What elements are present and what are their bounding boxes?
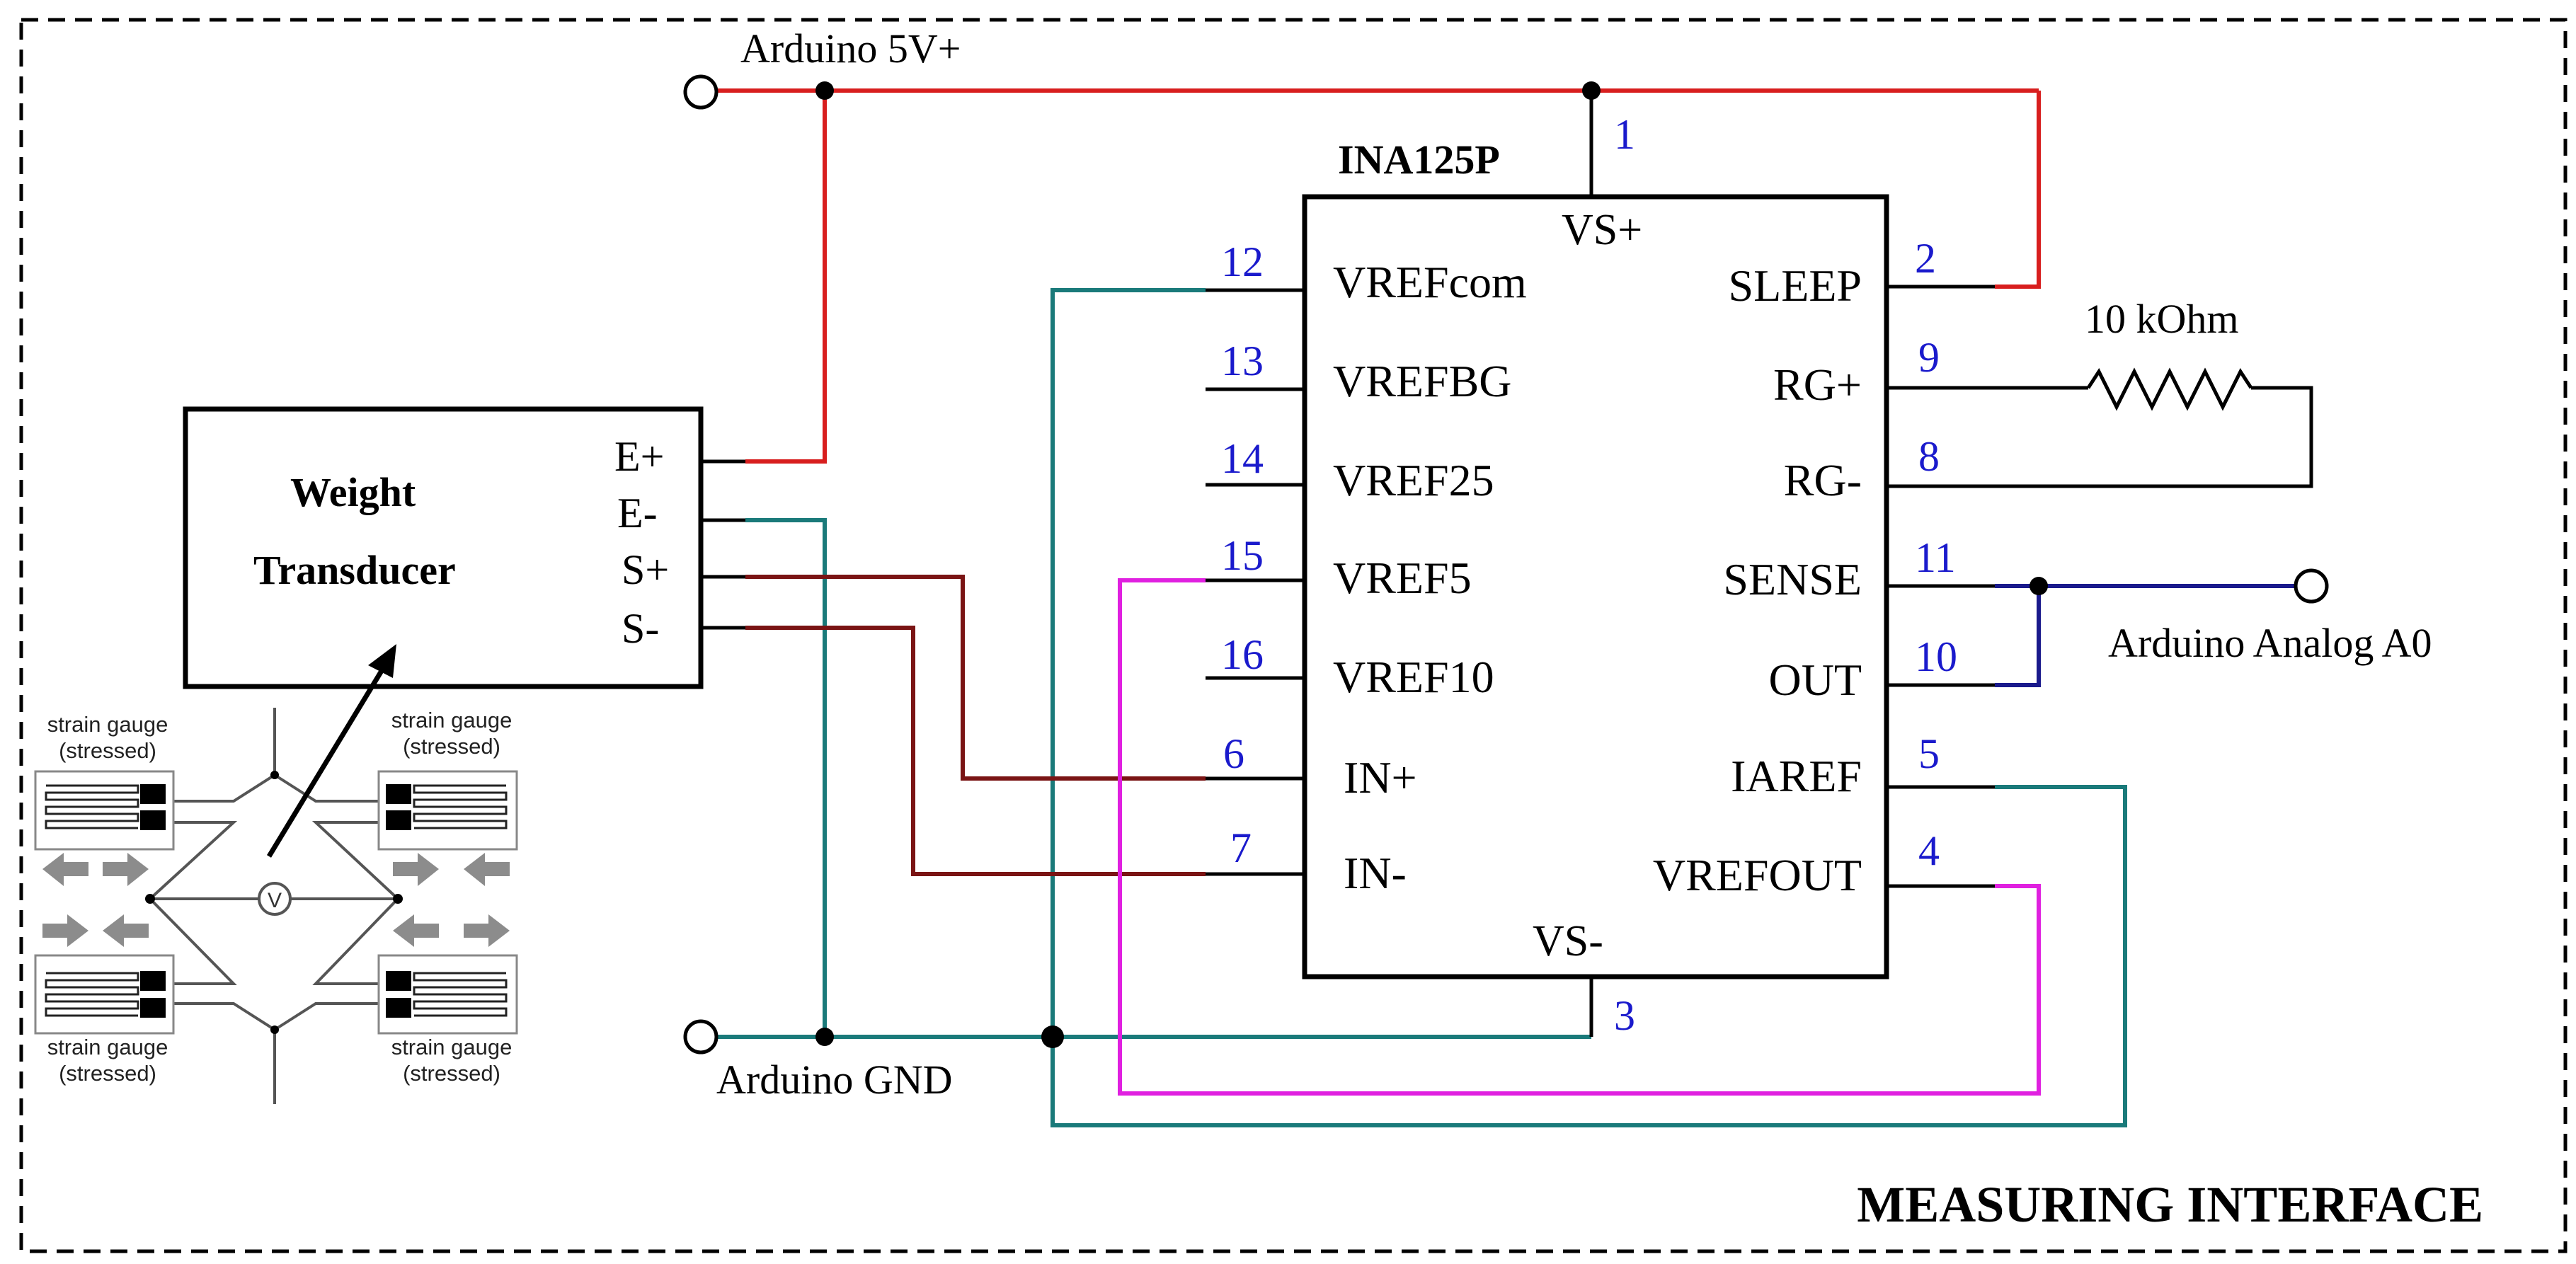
- pin-number: 3: [1614, 992, 1635, 1039]
- pin-number: 1: [1614, 111, 1635, 158]
- pin-number: 8: [1918, 433, 1940, 480]
- force-arrows: [42, 853, 510, 947]
- pin-stubs: [1206, 91, 2313, 1037]
- ground-wires: [716, 288, 2127, 1127]
- voltmeter-symbol: [258, 882, 292, 916]
- pin-number: 5: [1918, 730, 1940, 777]
- label-gnd: Arduino GND: [716, 1057, 952, 1103]
- pin-number: 9: [1918, 334, 1940, 381]
- transducer-pins: E+ E- S+ S-: [614, 433, 669, 652]
- label-resistor: 10 kOhm: [2085, 296, 2239, 342]
- pin-label: S+: [622, 546, 669, 593]
- pin-label: VREFcom: [1333, 257, 1527, 307]
- junction-dots: [815, 81, 2048, 1048]
- gauge-caption: (stressed): [403, 1061, 500, 1086]
- gauge-caption: (stressed): [59, 738, 156, 763]
- gauge-caption: (stressed): [59, 1061, 156, 1086]
- gauge-caption: (stressed): [403, 734, 500, 759]
- left-pins: VREFcom VREFBG VREF25 VREF5 VREF10 IN+ I…: [1333, 257, 1527, 898]
- pin-label: S-: [622, 605, 659, 652]
- frame-title: MEASURING INTERFACE: [1857, 1176, 2483, 1233]
- gauge-caption: strain gauge: [47, 1035, 168, 1059]
- terminal-vplus: [683, 74, 719, 110]
- pin-number: 14: [1221, 435, 1264, 482]
- terminal-gnd: [683, 1019, 719, 1055]
- bridge-illustration: V: [34, 644, 518, 1104]
- pin-number: 2: [1915, 235, 1936, 282]
- gauge-caption: strain gauge: [391, 1035, 513, 1059]
- resistor-symbol: [2086, 367, 2253, 411]
- pin-label: VREF10: [1333, 652, 1494, 702]
- pin-numbers: 12 13 14 15 16 6 7 2 9 8 11 10 5 4 1 3: [1221, 111, 1957, 1039]
- pin-number: 7: [1230, 825, 1252, 871]
- label-analog: Arduino Analog A0: [2108, 620, 2432, 666]
- pin-number: 12: [1221, 239, 1264, 285]
- pin-label: VREFBG: [1333, 356, 1512, 406]
- pin-label: SLEEP: [1729, 260, 1862, 311]
- chip-top-label: VS+: [1562, 206, 1642, 254]
- transducer-title-2: Transducer: [253, 547, 456, 593]
- gauge-caption: strain gauge: [47, 712, 168, 737]
- pin-label: RG-: [1784, 455, 1862, 505]
- pin-label: OUT: [1768, 655, 1862, 705]
- pin-label: VREFOUT: [1653, 850, 1862, 900]
- pin-label: RG+: [1773, 360, 1862, 410]
- pin-label: IN-: [1344, 848, 1407, 898]
- chip-body: [1302, 194, 1889, 979]
- pin-number: 16: [1221, 631, 1264, 678]
- bridge-arrow: [267, 662, 388, 858]
- pin-number: 10: [1915, 633, 1957, 680]
- transducer-box: [183, 406, 704, 689]
- pin-label: E-: [617, 490, 658, 536]
- pin-number: 11: [1915, 534, 1956, 581]
- pin-label: VREF5: [1333, 553, 1472, 603]
- gauge-caption: strain gauge: [391, 708, 513, 732]
- transducer-stubs: [701, 459, 745, 630]
- right-pins: SLEEP RG+ RG- SENSE OUT IAREF VREFOUT: [1653, 260, 1862, 900]
- terminal-analog: [2294, 568, 2329, 604]
- pin-label: SENSE: [1723, 554, 1862, 604]
- bridge-arrow-head: [368, 644, 396, 678]
- pin-label: IAREF: [1731, 751, 1862, 801]
- pin-number: 13: [1221, 338, 1264, 384]
- chip-name: INA125P: [1338, 137, 1500, 183]
- frame-border: [19, 18, 2568, 1253]
- voltmeter-label: V: [268, 889, 282, 912]
- chip-bottom-label: VS-: [1533, 917, 1603, 965]
- pin-label: E+: [614, 433, 665, 480]
- label-vplus: Arduino 5V+: [740, 25, 961, 71]
- pin-label: VREF25: [1333, 455, 1494, 505]
- pin-number: 4: [1918, 827, 1940, 874]
- transducer-title-1: Weight: [290, 469, 416, 515]
- reference-wire: [1118, 578, 2041, 1096]
- pin-number: 6: [1223, 730, 1244, 777]
- power-wires: [716, 88, 2041, 464]
- pin-label: IN+: [1344, 752, 1417, 803]
- signal-wires: [745, 575, 1206, 876]
- pin-number: 15: [1221, 532, 1264, 579]
